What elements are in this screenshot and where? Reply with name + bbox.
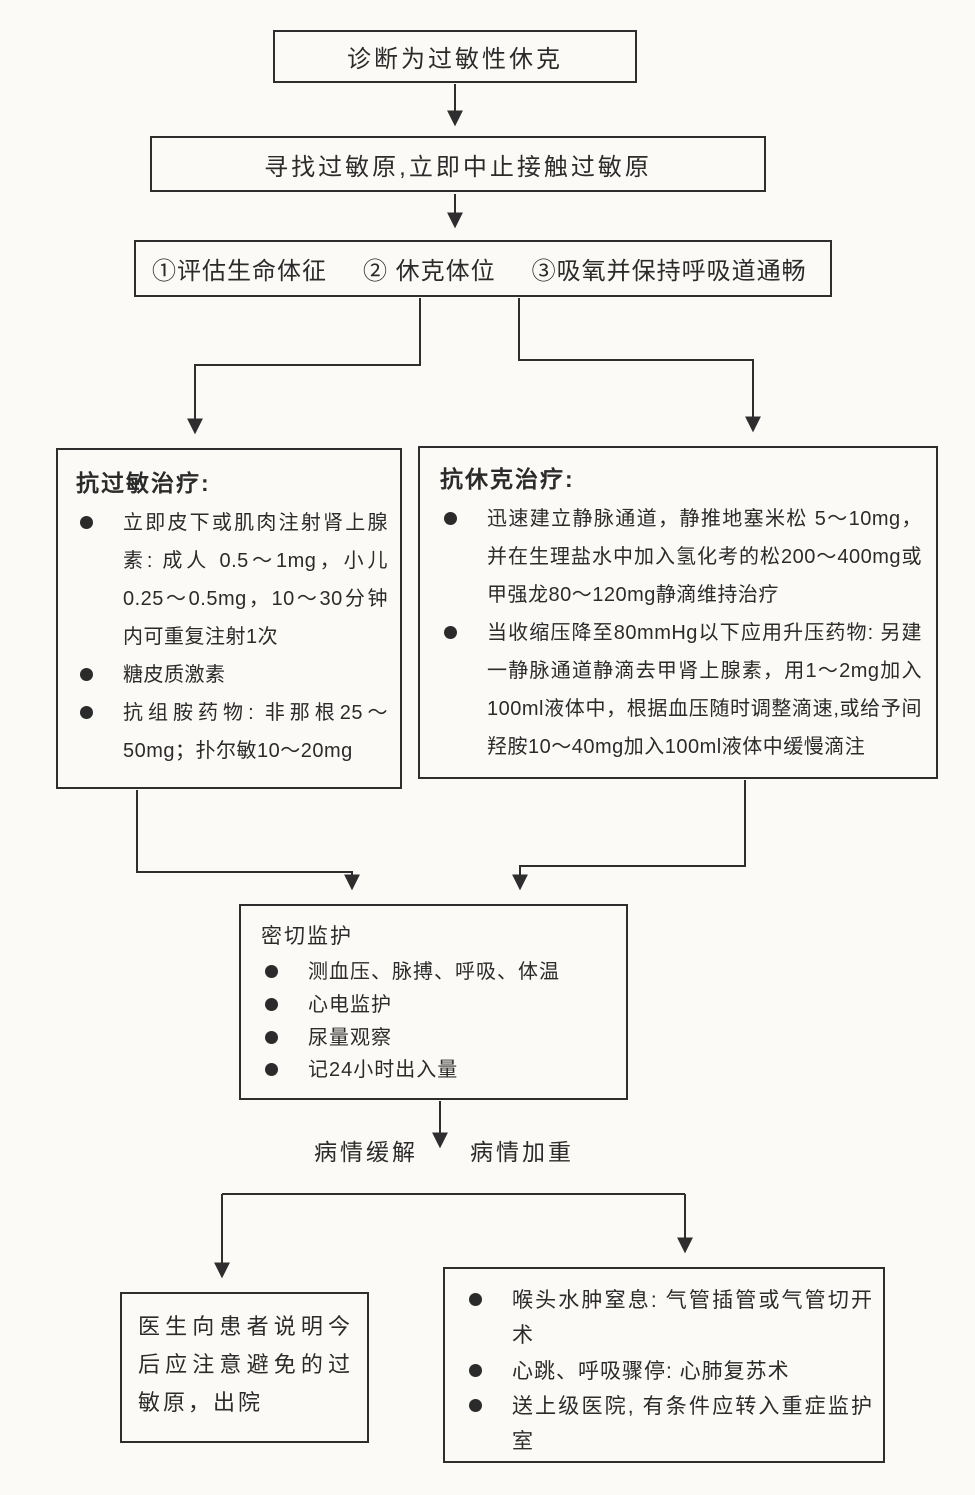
list-item: 迅速建立静脉通道，静推地塞米松 5～10mg，并在生理盐水中加入氢化考的松200… — [440, 500, 922, 614]
bullet-text: 测血压、脉搏、呼吸、体温 — [308, 961, 560, 983]
bullet-icon — [444, 626, 457, 639]
measure-item-2: ② 休克体位 — [363, 258, 496, 285]
diagnosis-box: 诊断为过敏性休克 — [273, 30, 637, 83]
list-item: 尿量观察 — [261, 1022, 614, 1055]
connector-measures-to-anti-allergy — [187, 298, 421, 435]
emergency-list: 喉头水肿窒息: 气管插管或气管切开术 心跳、呼吸骤停: 心肺复苏术 送上级医院,… — [465, 1283, 873, 1459]
bullet-text: 心跳、呼吸骤停: 心肺复苏术 — [512, 1359, 790, 1383]
measure-item-1: ①评估生命体征 — [152, 258, 327, 285]
bullet-text: 喉头水肿窒息: 气管插管或气管切开术 — [512, 1289, 873, 1348]
bullet-icon — [469, 1363, 482, 1377]
bullet-icon — [469, 1293, 482, 1306]
emergency-box: 喉头水肿窒息: 气管插管或气管切开术 心跳、呼吸骤停: 心肺复苏术 送上级医院,… — [443, 1267, 885, 1463]
bullet-text: 糖皮质激素 — [123, 664, 226, 686]
anti-allergy-list: 立即皮下或肌肉注射肾上腺素: 成人 0.5～1mg，小儿 0.25～0.5mg，… — [76, 504, 388, 770]
list-item: 测血压、脉搏、呼吸、体温 — [261, 956, 614, 989]
list-item: 心跳、呼吸骤停: 心肺复苏术 — [465, 1354, 873, 1389]
anti-shock-list: 迅速建立静脉通道，静推地塞米松 5～10mg，并在生理盐水中加入氢化考的松200… — [440, 500, 922, 766]
bullet-text: 心电监护 — [308, 993, 392, 1016]
bullet-icon — [265, 1063, 278, 1077]
anti-shock-title: 抗休克治疗: — [440, 466, 575, 492]
bullet-icon — [265, 997, 278, 1011]
initial-measures-box: ①评估生命体征 ② 休克体位 ③吸氧并保持呼吸道通畅 — [134, 240, 832, 297]
bullet-icon — [265, 965, 278, 978]
list-item: 糖皮质激素 — [76, 656, 388, 694]
bullet-icon — [469, 1398, 482, 1412]
measure-item-3: ③吸氧并保持呼吸道通畅 — [531, 258, 807, 285]
find-allergen-text: 寻找过敏原,立即中止接触过敏原 — [264, 153, 652, 181]
bullet-text: 抗组胺药物: 非那根25～50mg；扑尔敏10～20mg — [123, 702, 388, 762]
bullet-icon — [265, 1030, 278, 1044]
anti-allergy-title: 抗过敏治疗: — [76, 470, 211, 496]
list-item: 记24小时出入量 — [261, 1054, 614, 1087]
discharge-text: 医生向患者说明今后应注意避免的过敏原，出院 — [138, 1314, 353, 1415]
bullet-icon — [80, 706, 93, 719]
bullet-icon — [80, 668, 93, 681]
bullet-icon — [444, 512, 457, 525]
list-item: 抗组胺药物: 非那根25～50mg；扑尔敏10～20mg — [76, 694, 388, 770]
bullet-text: 迅速建立静脉通道，静推地塞米松 5～10mg，并在生理盐水中加入氢化考的松200… — [487, 508, 922, 606]
anti-allergy-box: 抗过敏治疗: 立即皮下或肌肉注射肾上腺素: 成人 0.5～1mg，小儿 0.25… — [56, 448, 402, 789]
diagnosis-text: 诊断为过敏性休克 — [347, 46, 563, 73]
find-allergen-box: 寻找过敏原,立即中止接触过敏原 — [150, 136, 766, 192]
monitoring-box: 密切监护 测血压、脉搏、呼吸、体温 心电监护 尿量观察 记24小时出入量 — [239, 904, 628, 1100]
bullet-text: 送上级医院, 有条件应转入重症监护室 — [512, 1394, 873, 1454]
bullet-text: 记24小时出入量 — [308, 1059, 459, 1082]
list-item: 送上级医院, 有条件应转入重症监护室 — [465, 1389, 873, 1460]
list-item: 立即皮下或肌肉注射肾上腺素: 成人 0.5～1mg，小儿 0.25～0.5mg，… — [76, 504, 388, 656]
list-item: 喉头水肿窒息: 气管插管或气管切开术 — [465, 1283, 873, 1354]
worsen-label: 病情加重 — [470, 1139, 574, 1165]
discharge-box: 医生向患者说明今后应注意避免的过敏原，出院 — [120, 1292, 369, 1443]
relief-label: 病情缓解 — [314, 1139, 418, 1165]
bullet-text: 当收缩压降至80mmHg以下应用升压药物: 另建一静脉通道静滴去甲肾上腺素，用1… — [487, 622, 922, 758]
list-item: 心电监护 — [261, 989, 614, 1022]
monitoring-list: 测血压、脉搏、呼吸、体温 心电监护 尿量观察 记24小时出入量 — [261, 956, 614, 1087]
list-item: 当收缩压降至80mmHg以下应用升压药物: 另建一静脉通道静滴去甲肾上腺素，用1… — [440, 614, 922, 766]
connector-measures-to-anti-shock — [518, 298, 761, 433]
monitoring-title: 密切监护 — [261, 925, 353, 948]
bullet-icon — [80, 516, 93, 529]
anti-shock-box: 抗休克治疗: 迅速建立静脉通道，静推地塞米松 5～10mg，并在生理盐水中加入氢… — [418, 446, 938, 779]
bullet-text: 立即皮下或肌肉注射肾上腺素: 成人 0.5～1mg，小儿 0.25～0.5mg，… — [123, 512, 388, 648]
bullet-text: 尿量观察 — [308, 1026, 392, 1049]
connector-anti-allergy-to-monitoring — [136, 790, 360, 891]
connector-anti-shock-to-monitoring — [512, 780, 746, 891]
